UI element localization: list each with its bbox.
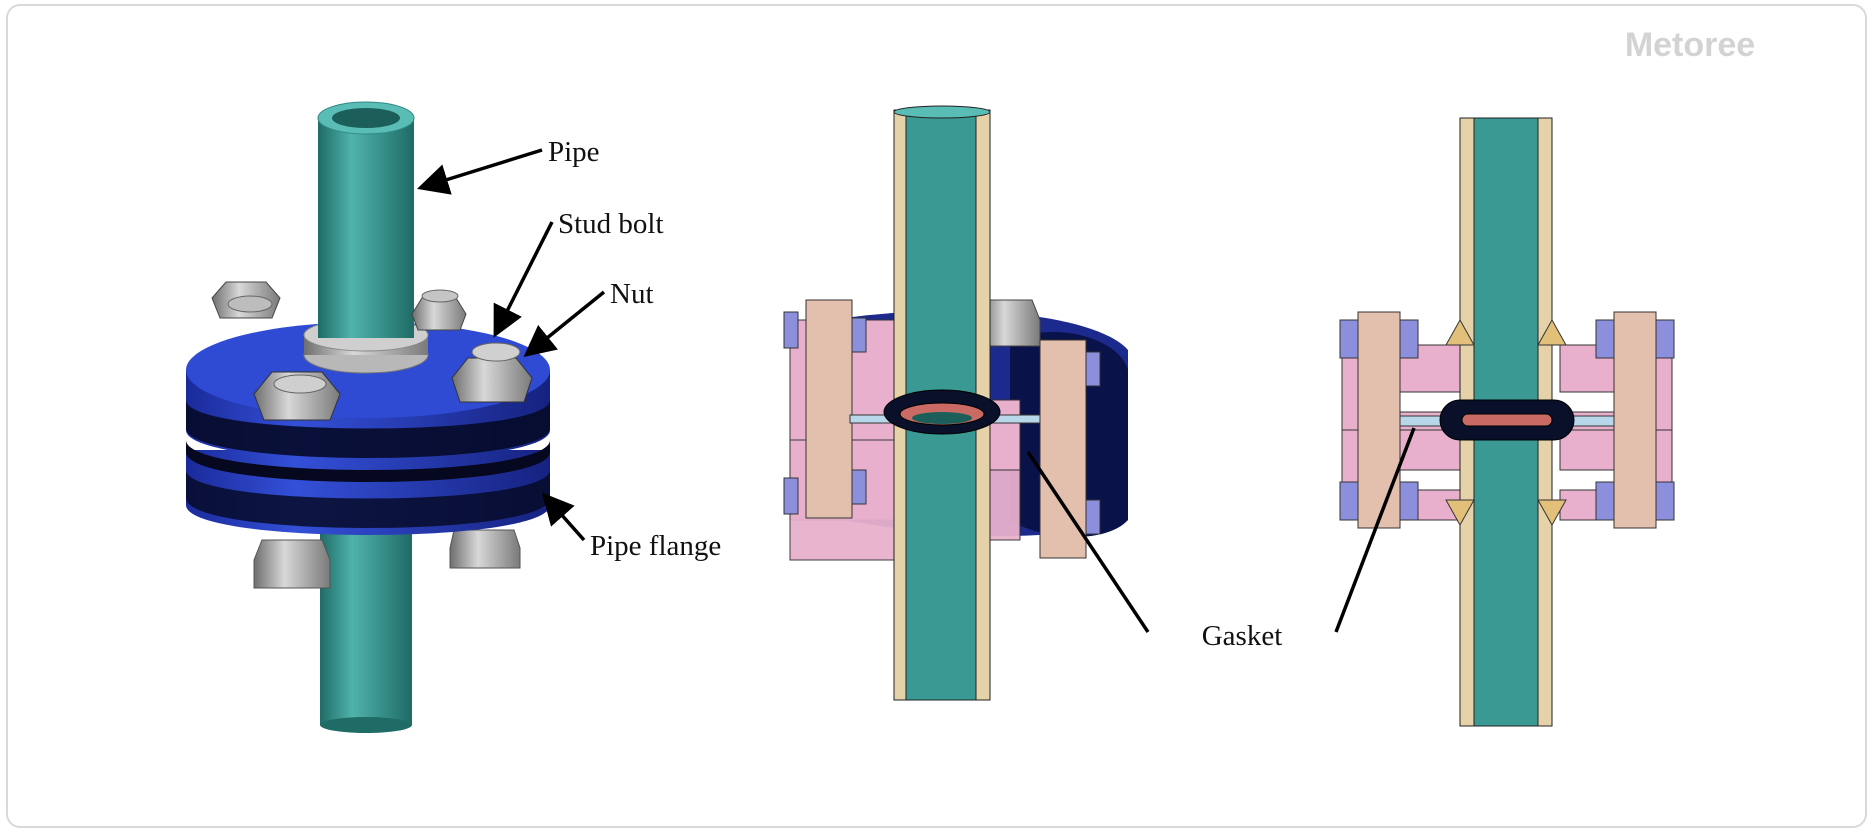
- nut-back-left: [211, 281, 281, 319]
- label-gasket: Gasket: [1202, 620, 1283, 652]
- nut-front-right: [451, 342, 533, 403]
- nut-front-left: [253, 371, 341, 421]
- label-pipe-flange: Pipe flange: [590, 530, 721, 562]
- cutaway-3d: [783, 105, 1128, 701]
- section-bolt-left: [1339, 311, 1419, 529]
- label-pipe: Pipe: [548, 136, 600, 168]
- stud-bolt-arrow-icon: [493, 221, 554, 338]
- lower-nut-right: [449, 529, 521, 569]
- label-nut: Nut: [610, 278, 654, 310]
- cutaway-bolt-right: [1039, 339, 1101, 559]
- watermark-logo: Metoree: [1625, 26, 1755, 64]
- cross-section: [1339, 117, 1675, 727]
- nut-arrow-icon: [523, 290, 606, 357]
- lower-pipe: [320, 520, 412, 725]
- section-bolt-right: [1595, 311, 1675, 529]
- cutaway-bolt-left: [783, 299, 867, 519]
- gasket-leader-right: [1334, 427, 1416, 633]
- pipe-flange-arrow-icon: [541, 492, 586, 542]
- lower-nut-left: [253, 539, 331, 589]
- nut-back-right: [411, 289, 467, 331]
- assembly-3d: [186, 101, 550, 733]
- pipe-arrow-icon: [416, 148, 543, 195]
- label-stud-bolt: Stud bolt: [558, 208, 664, 240]
- gasket-leader-left: [1026, 451, 1150, 633]
- upper-pipe: [318, 118, 414, 338]
